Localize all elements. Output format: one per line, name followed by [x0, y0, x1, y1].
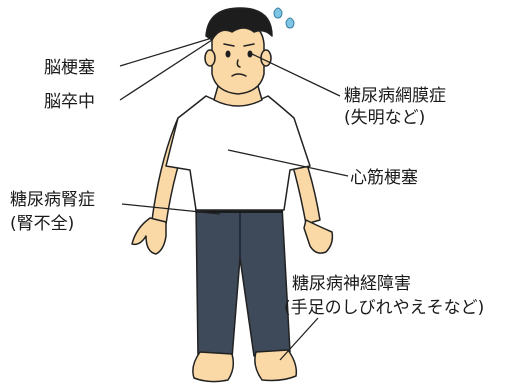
left-ear	[204, 49, 216, 67]
label-nephropathy: 糖尿病腎症	[10, 190, 95, 210]
leader-neuropathy	[279, 317, 319, 361]
leader-cerebral-infarction	[119, 37, 213, 67]
label-retinopathy-note: (失明など)	[344, 108, 426, 128]
shirt	[165, 95, 311, 211]
label-stroke: 脳卒中	[44, 92, 95, 112]
pants	[195, 205, 291, 359]
leader-nephropathy	[121, 203, 221, 215]
right-ear	[260, 49, 272, 67]
sweat-drops	[273, 7, 295, 29]
right-hand	[303, 219, 334, 254]
label-nephropathy-note: (腎不全)	[10, 214, 75, 234]
hair	[205, 7, 273, 41]
label-neuropathy-note: (手足のしびれやえそなど)	[284, 298, 485, 318]
label-neuropathy: 糖尿病神経障害	[292, 274, 411, 294]
right-foot	[254, 349, 298, 382]
left-hand	[131, 217, 167, 255]
left-foot	[192, 351, 235, 383]
leader-stroke	[119, 39, 213, 101]
label-retinopathy: 糖尿病網膜症	[344, 86, 446, 106]
leader-retinopathy	[251, 53, 341, 97]
label-myocardial-infarction: 心筋梗塞	[350, 168, 418, 188]
leader-myocardial-infarction	[227, 149, 349, 177]
label-cerebral-infarction: 脳梗塞	[44, 58, 95, 78]
face	[211, 21, 265, 95]
